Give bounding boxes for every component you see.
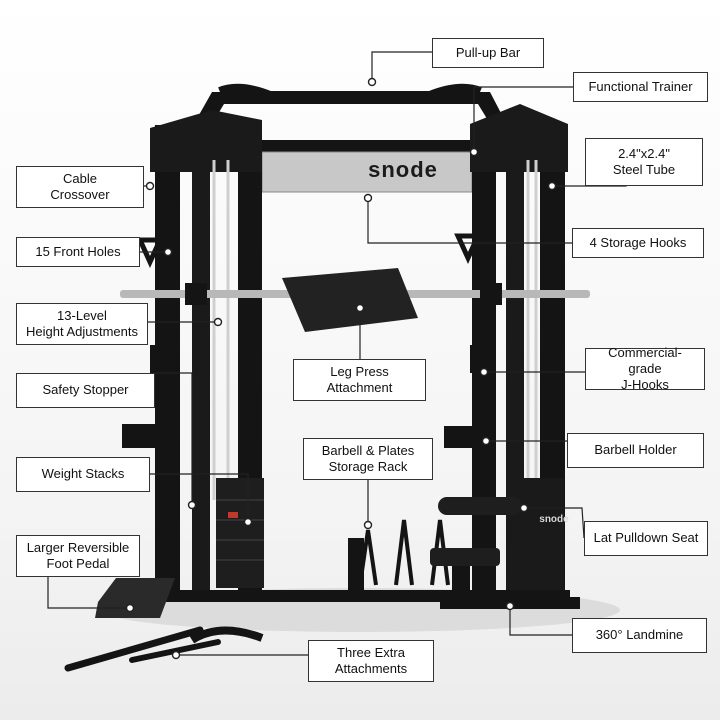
callout-landmine: 360° Landmine	[572, 618, 707, 653]
weight-stack	[216, 478, 264, 588]
callout-storage-rack: Barbell & Plates Storage Rack	[303, 438, 433, 480]
right-cable-handle	[454, 233, 482, 265]
callout-height-adjustments: 13-Level Height Adjustments	[16, 303, 148, 345]
leg-press-plate	[282, 268, 418, 332]
callout-j-hooks: Commercial-grade J-Hooks	[585, 345, 705, 392]
straight-bar-attachment	[64, 626, 204, 672]
callout-barbell-holder: Barbell Holder	[567, 433, 704, 468]
left-safety-stopper	[122, 424, 176, 448]
right-barbell-holder	[444, 426, 490, 448]
callout-cable-crossover: Cable Crossover	[16, 166, 144, 208]
leader-lines	[47, 51, 627, 656]
callout-pull-up-bar: Pull-up Bar	[432, 38, 544, 68]
callout-foot-pedal: Larger Reversible Foot Pedal	[16, 535, 140, 577]
rope-attachment	[189, 626, 264, 644]
left-j-hook	[150, 345, 170, 373]
brand-logo: snode	[368, 157, 438, 182]
pull-up-bar	[218, 83, 482, 101]
callout-lat-pulldown-seat: Lat Pulldown Seat	[584, 521, 708, 556]
callout-weight-stacks: Weight Stacks	[16, 457, 150, 492]
top-panel	[261, 151, 473, 193]
callout-safety-stopper: Safety Stopper	[16, 373, 155, 408]
callout-extra-attachments: Three Extra Attachments	[308, 640, 434, 682]
left-cable-handle	[136, 237, 164, 269]
callout-front-holes: 15 Front Holes	[16, 237, 140, 267]
seat-brand-logo: snode	[539, 514, 569, 525]
callout-steel-tube: 2.4"x2.4" Steel Tube	[585, 138, 703, 186]
callout-leg-press: Leg Press Attachment	[293, 359, 426, 401]
lat-pulldown-seat	[430, 478, 564, 596]
right-j-hook	[470, 345, 490, 373]
leader-dots	[125, 77, 557, 660]
callout-functional-trainer: Functional Trainer	[573, 72, 708, 102]
callout-storage-hooks: 4 Storage Hooks	[572, 228, 704, 258]
